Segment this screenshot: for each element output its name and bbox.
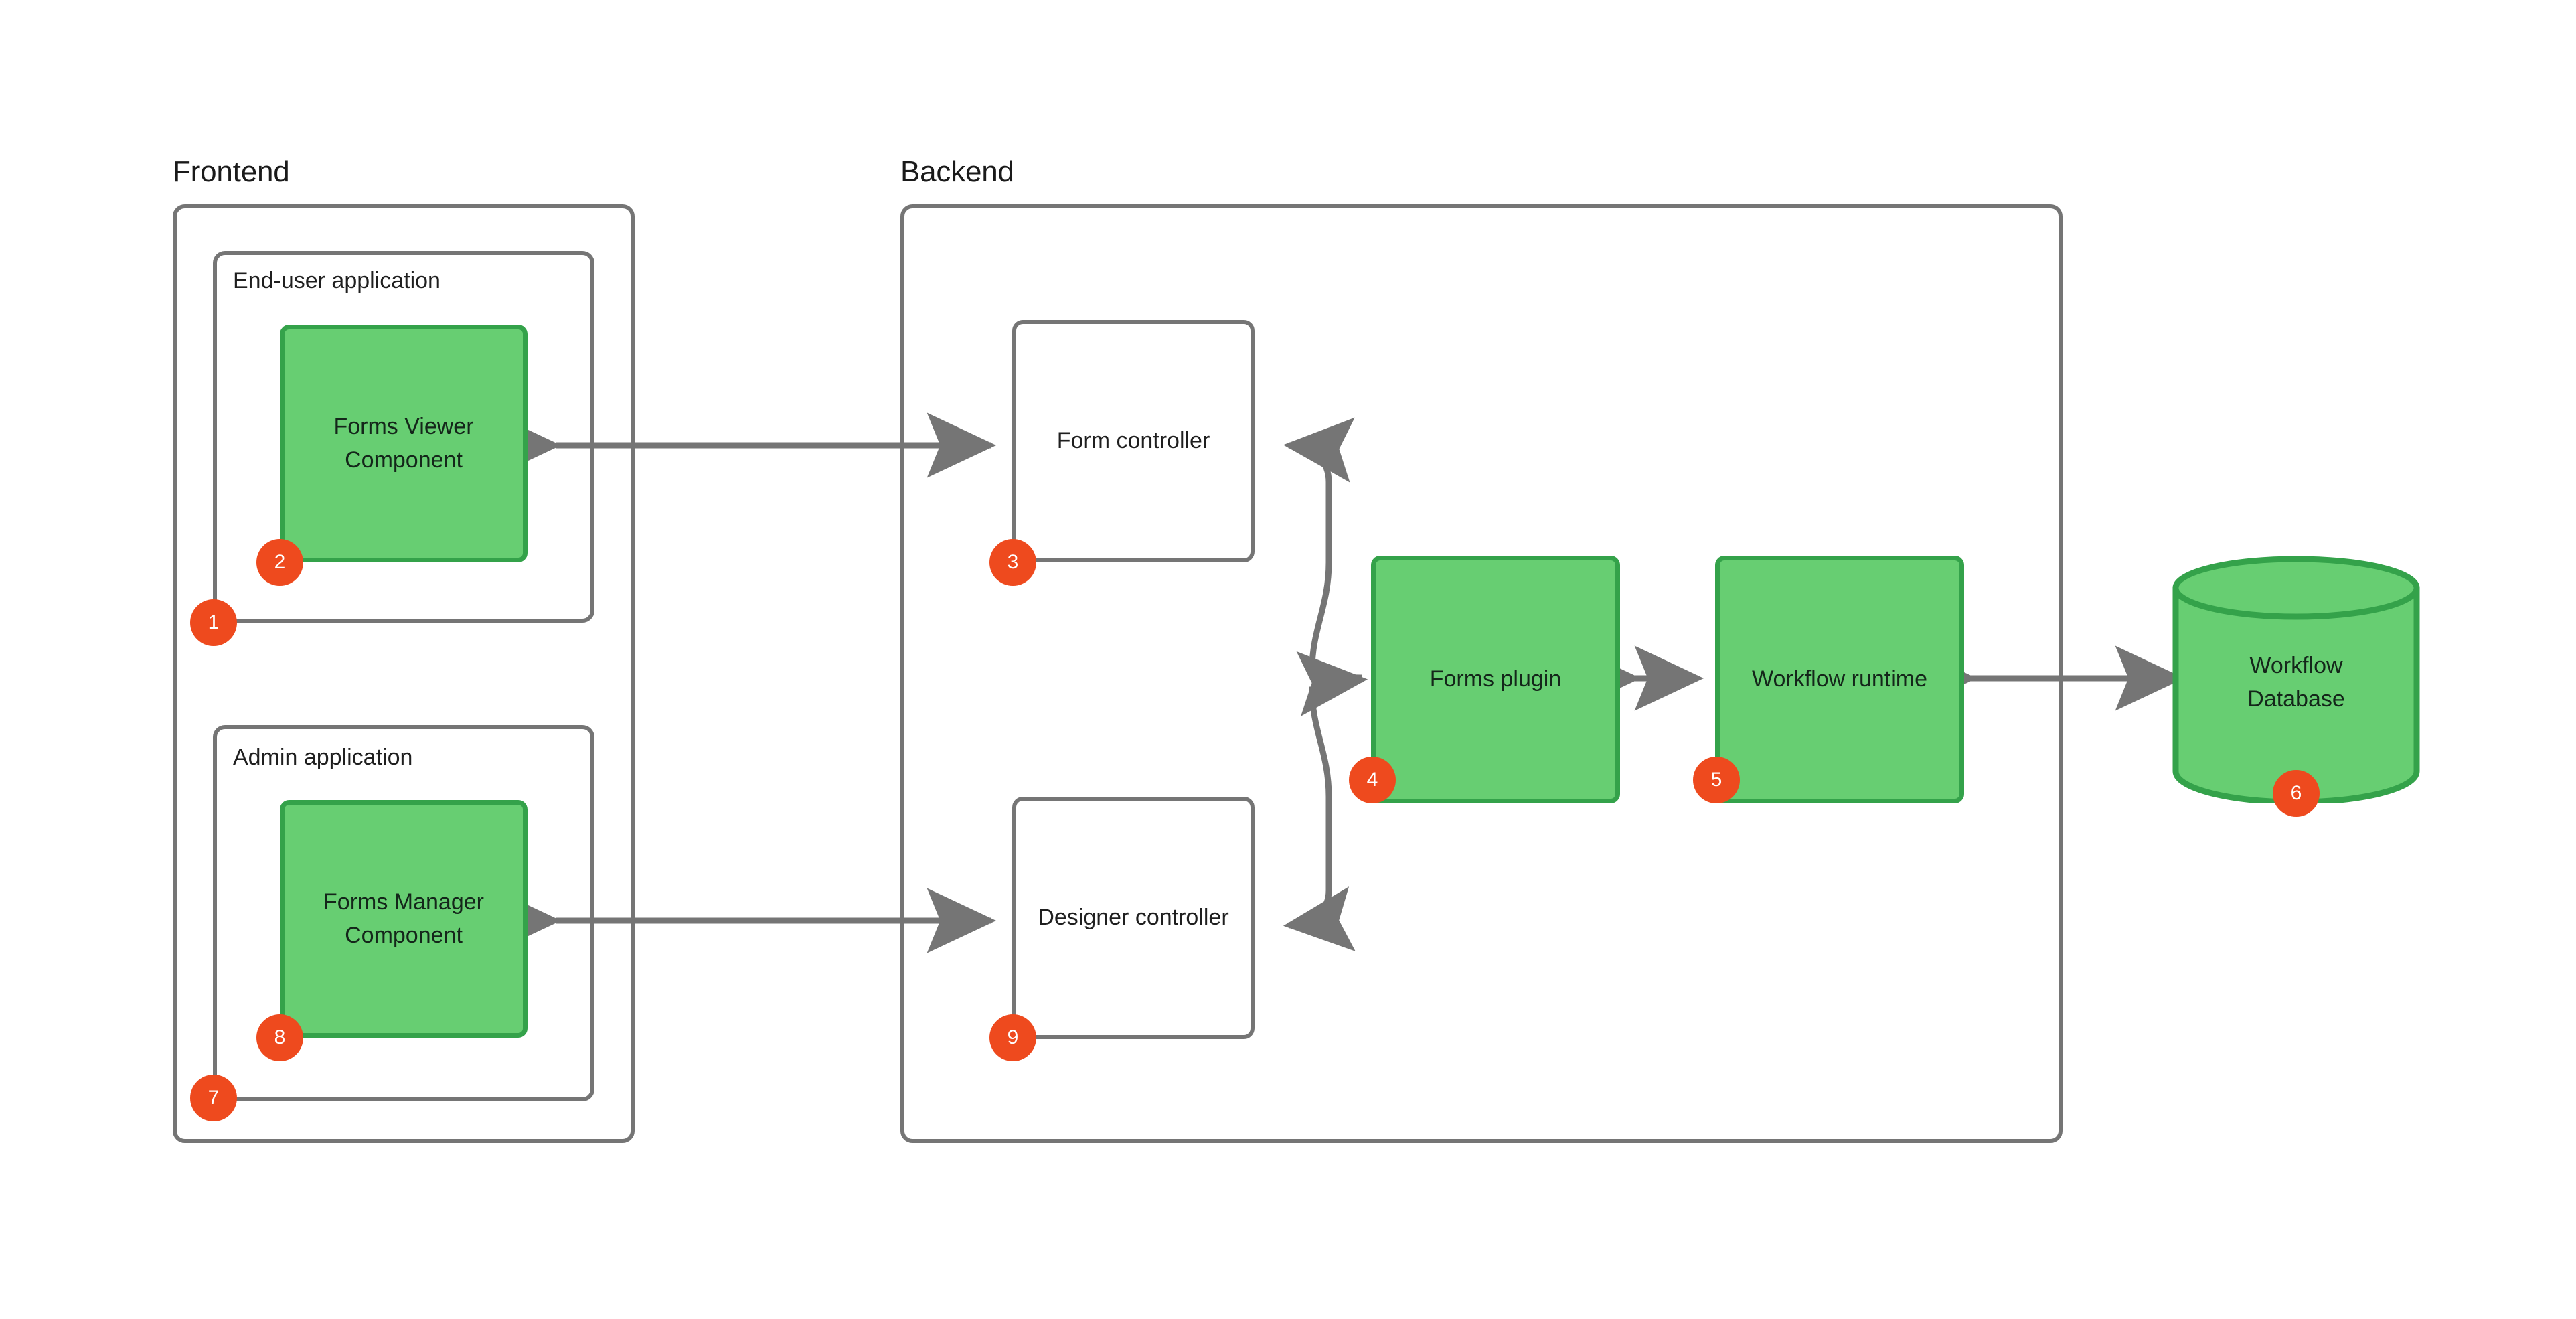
frontend-group-container — [173, 204, 635, 1143]
admin-application-container — [213, 725, 594, 1101]
forms-plugin-label: Forms plugin — [1429, 666, 1562, 692]
frontend-group-title: Frontend — [173, 155, 290, 188]
backend-group-container — [900, 204, 2063, 1143]
workflow-runtime-node[interactable]: Workflow runtime — [1715, 556, 1964, 803]
badge-2[interactable]: 2 — [256, 539, 303, 586]
backend-group-title: Backend — [900, 155, 1014, 188]
forms-plugin-node[interactable]: Forms plugin — [1371, 556, 1620, 803]
forms-manager-line2: Component — [345, 922, 463, 948]
designer-controller-label: Designer controller — [1038, 905, 1229, 931]
badge-4[interactable]: 4 — [1349, 757, 1396, 803]
form-controller-node[interactable]: Form controller — [1012, 320, 1255, 562]
database-cylinder-icon — [2172, 556, 2420, 805]
forms-viewer-line1: Forms Viewer — [333, 414, 474, 440]
badge-9[interactable]: 9 — [989, 1014, 1036, 1061]
badge-3[interactable]: 3 — [989, 539, 1036, 586]
forms-manager-component-node[interactable]: Forms Manager Component — [280, 800, 528, 1038]
badge-1[interactable]: 1 — [190, 599, 237, 646]
forms-viewer-line2: Component — [345, 447, 463, 473]
form-controller-label: Form controller — [1056, 428, 1210, 454]
badge-5[interactable]: 5 — [1693, 757, 1740, 803]
forms-manager-line1: Forms Manager — [323, 889, 484, 915]
end-user-application-container — [213, 251, 594, 623]
workflow-database-node[interactable]: Workflow Database — [2172, 556, 2420, 805]
workflow-runtime-label: Workflow runtime — [1752, 666, 1927, 692]
designer-controller-node[interactable]: Designer controller — [1012, 797, 1255, 1039]
admin-application-label: Admin application — [233, 745, 413, 770]
badge-7[interactable]: 7 — [190, 1075, 237, 1121]
forms-viewer-component-node[interactable]: Forms Viewer Component — [280, 325, 528, 562]
badge-6[interactable]: 6 — [2273, 770, 2320, 817]
badge-8[interactable]: 8 — [256, 1014, 303, 1061]
end-user-application-label: End-user application — [233, 268, 440, 293]
